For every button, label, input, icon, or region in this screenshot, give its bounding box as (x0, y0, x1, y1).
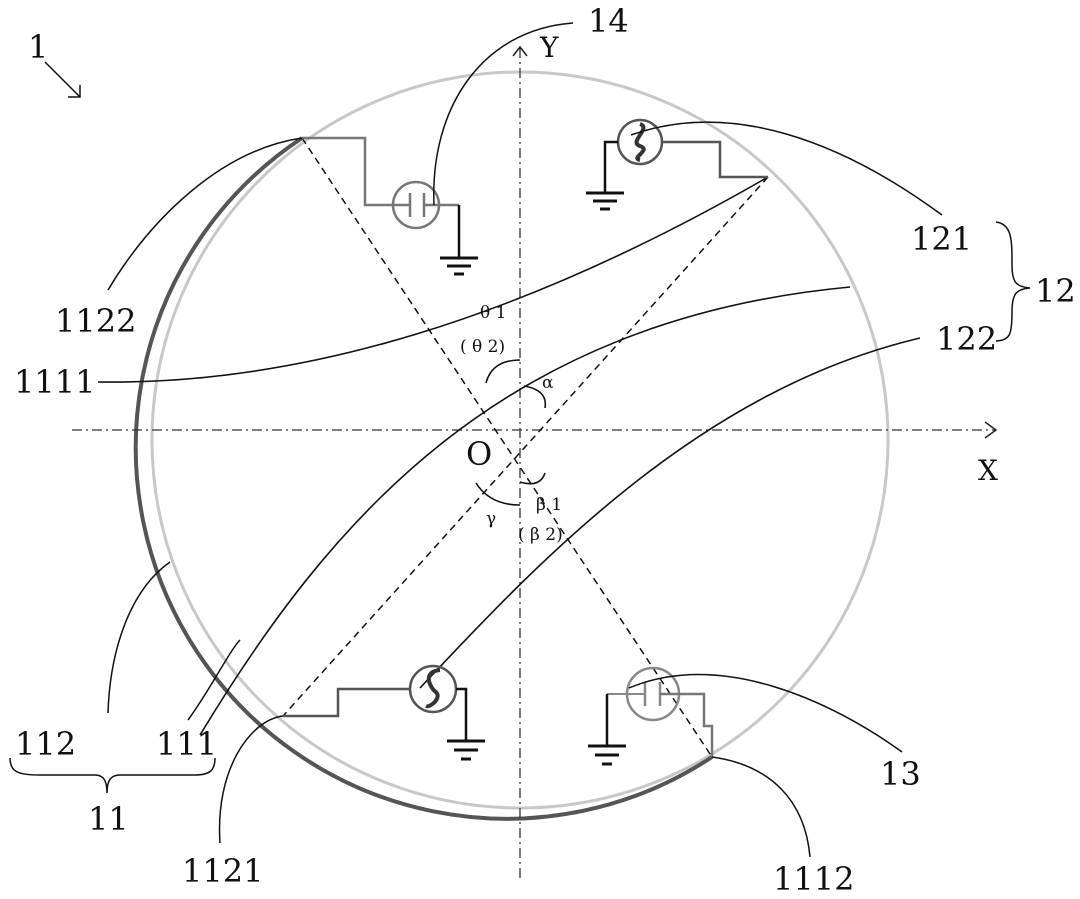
label-theta1: θ 1 (480, 303, 506, 323)
ground-icon (447, 739, 485, 761)
curves (97, 176, 921, 736)
label-alpha: α (542, 373, 554, 393)
label-111: 111 (156, 725, 217, 763)
capacitor-13 (605, 666, 714, 757)
y-axis (512, 45, 528, 882)
label-1122: 1122 (55, 302, 136, 340)
brace-12 (995, 221, 1031, 342)
label-11: 11 (88, 800, 129, 838)
label-beta1: β 1 (536, 495, 562, 515)
label-112: 112 (15, 725, 76, 763)
dashed-diagonals (282, 137, 769, 758)
label-1111: 1111 (14, 363, 95, 401)
label-12: 12 (1035, 272, 1076, 310)
label-beta2: ( β 2) (518, 525, 563, 545)
label-1112: 1112 (773, 860, 854, 898)
leader-lines (107, 22, 943, 858)
label-122: 122 (936, 320, 997, 358)
ground-icon (588, 744, 626, 766)
label-origin: O (466, 435, 492, 473)
label-y-axis: Y (539, 31, 559, 64)
label-14: 14 (588, 2, 629, 40)
reference-arrow (44, 61, 81, 98)
brace-11 (9, 757, 216, 794)
ground-icon (586, 191, 624, 211)
ac-source-121 (603, 118, 768, 193)
label-121: 121 (911, 220, 972, 258)
ac-source-1121 (283, 664, 468, 740)
ground-icon (440, 256, 478, 276)
wafer-circle (133, 70, 890, 821)
label-theta2: ( θ 2) (460, 337, 505, 357)
angle-arcs (475, 359, 547, 506)
label-figure-ref: 1 (28, 28, 48, 66)
label-gamma: γ (486, 509, 496, 529)
label-x-axis: X (978, 454, 998, 487)
capacitor-14 (302, 136, 461, 258)
label-1121: 1121 (182, 852, 263, 890)
x-axis (72, 421, 998, 439)
label-13: 13 (880, 755, 921, 793)
